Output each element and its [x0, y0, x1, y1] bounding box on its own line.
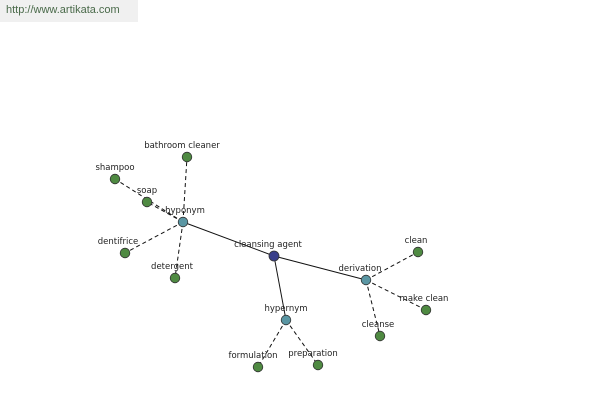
- leaf-label-shampoo: shampoo: [95, 163, 134, 173]
- edge-hyponym-bathroom-cleaner: [182, 156, 188, 223]
- edge-root-hypernym: [273, 255, 287, 321]
- leaf-node-shampoo: [109, 173, 121, 185]
- leaf-node-clean: [412, 246, 424, 258]
- relation-node-derivation: [360, 274, 372, 286]
- node-labels: bathroom cleaner shampoo soap dentifrice det…: [95, 141, 448, 361]
- leaf-label-cleanse: cleanse: [362, 320, 395, 330]
- edge-hyponym-dentifrice: [124, 221, 184, 254]
- leaf-node-formulation: [252, 361, 264, 373]
- nodes: [109, 151, 432, 373]
- edge-hypernym-formulation: [257, 319, 287, 368]
- edge-root-derivation: [273, 255, 367, 281]
- relation-label-hypernym: hypernym: [264, 304, 307, 314]
- edge-hyponym-detergent: [174, 221, 184, 279]
- leaf-node-make-clean: [420, 304, 432, 316]
- edge-derivation-clean: [365, 251, 419, 281]
- site-url-banner[interactable]: http://www.artikata.com: [0, 0, 138, 22]
- leaf-label-dentifrice: dentifrice: [98, 237, 138, 247]
- leaf-node-preparation: [312, 359, 324, 371]
- edge-derivation-cleanse: [365, 279, 381, 337]
- leaf-node-dentifrice: [119, 247, 131, 259]
- relation-node-hypernym: [280, 314, 292, 326]
- relation-label-derivation: derivation: [338, 264, 381, 274]
- leaf-label-preparation: preparation: [288, 349, 338, 359]
- leaf-label-clean: clean: [405, 236, 428, 246]
- leaf-node-detergent: [169, 272, 181, 284]
- root-node: [268, 250, 280, 262]
- leaf-node-cleanse: [374, 330, 386, 342]
- leaf-label-formulation: formulation: [228, 351, 277, 361]
- leaf-label-bathroom-cleaner: bathroom cleaner: [144, 141, 220, 151]
- leaf-label-soap: soap: [137, 186, 157, 196]
- leaf-node-soap: [141, 196, 153, 208]
- relation-label-hyponym: hyponym: [165, 206, 205, 216]
- relation-node-hyponym: [177, 216, 189, 228]
- leaf-label-detergent: detergent: [151, 262, 194, 272]
- edge-hypernym-preparation: [285, 319, 319, 366]
- root-label: cleansing agent: [234, 240, 302, 250]
- leaf-node-bathroom-cleaner: [181, 151, 193, 163]
- edge-root-hyponym: [182, 221, 275, 257]
- edges: [114, 156, 427, 368]
- leaf-label-make-clean: make clean: [400, 294, 449, 304]
